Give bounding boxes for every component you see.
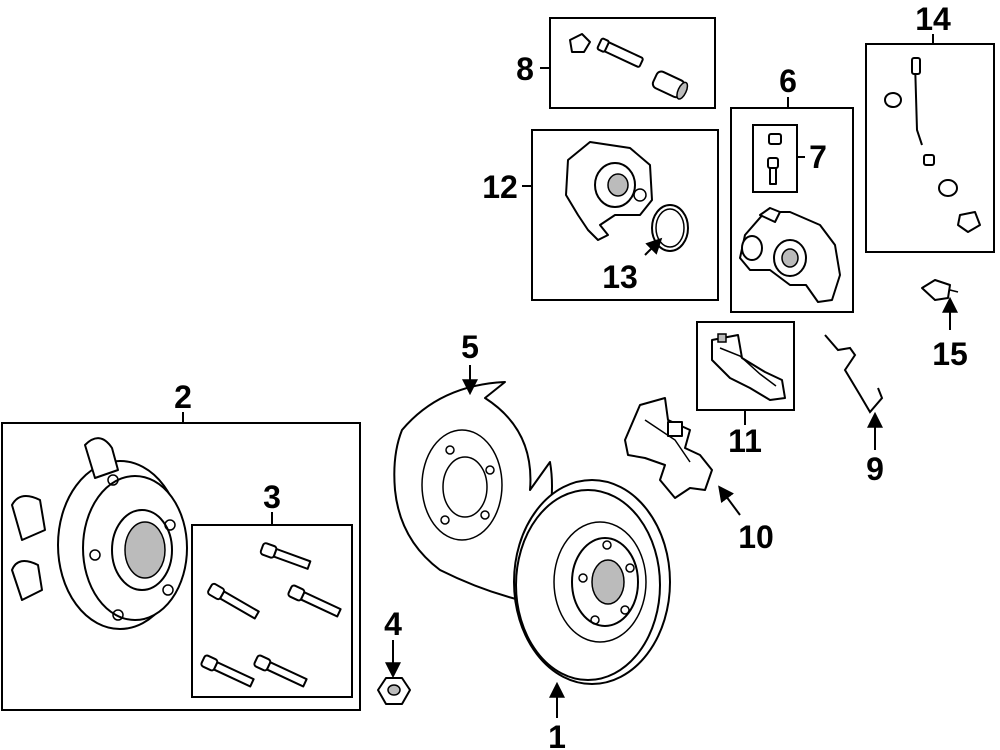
box-brake-hose-kit <box>865 43 995 253</box>
brake-hose-kit-part[interactable] <box>884 57 981 233</box>
leader-lines <box>182 34 958 718</box>
o-ring-part[interactable] <box>651 204 689 252</box>
callout-8: 8 <box>516 51 534 87</box>
callout-15: 15 <box>932 336 968 372</box>
box-parking-motor <box>531 129 719 301</box>
sensor-part[interactable] <box>921 279 959 301</box>
brake-pads-part[interactable] <box>711 333 786 401</box>
callout-1: 1 <box>548 719 566 750</box>
hub-nut-part[interactable] <box>377 677 411 705</box>
callout-14: 14 <box>915 1 951 37</box>
callout-9: 9 <box>866 451 884 487</box>
caliper-bracket-part[interactable] <box>624 397 713 499</box>
box-bleeder-kit <box>752 124 798 193</box>
brake-line-part[interactable] <box>824 334 884 414</box>
brake-caliper-part[interactable] <box>739 207 841 303</box>
callout-4: 4 <box>384 606 402 642</box>
brake-rotor-part[interactable] <box>513 479 671 685</box>
box-hub-kit <box>1 422 361 711</box>
box-caliper <box>730 107 854 313</box>
bleeder-screw-part[interactable] <box>767 133 782 185</box>
wheel-hub-part[interactable] <box>11 437 188 630</box>
parking-brake-motor-part[interactable] <box>565 141 653 241</box>
callout-3: 3 <box>263 479 281 515</box>
callout-11: 11 <box>728 423 762 459</box>
callout-7: 7 <box>809 139 827 175</box>
hub-bolts-part[interactable] <box>200 542 342 688</box>
callout-labels: 1 2 3 4 5 6 7 8 9 10 11 12 13 14 15 <box>174 1 968 750</box>
callout-12: 12 <box>482 169 518 205</box>
callout-6: 6 <box>779 63 797 99</box>
callout-13: 13 <box>602 259 638 295</box>
callout-5: 5 <box>461 329 479 365</box>
guide-pin-kit-part[interactable] <box>569 33 690 101</box>
callout-2: 2 <box>174 379 192 415</box>
box-guide-pin-kit <box>549 17 716 109</box>
callout-10: 10 <box>738 519 774 555</box>
